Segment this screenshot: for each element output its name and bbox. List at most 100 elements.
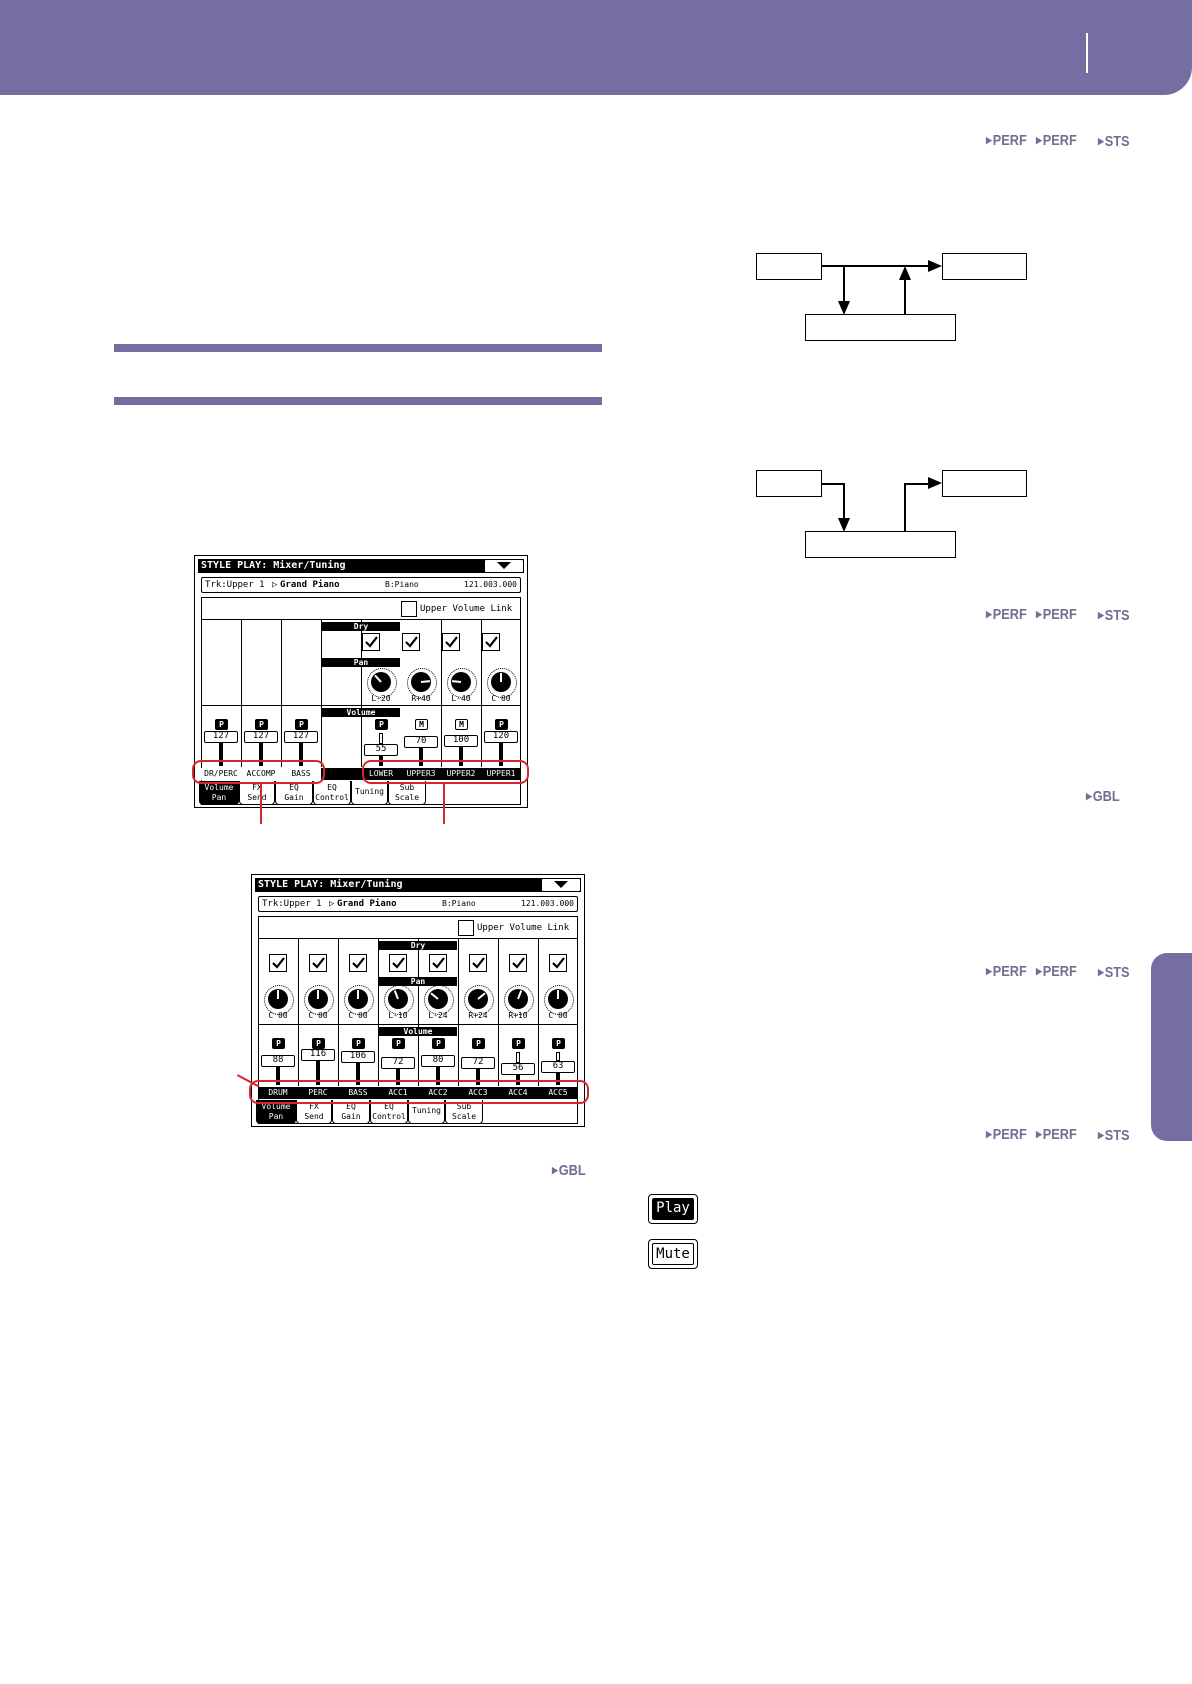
mute-status-button[interactable]: M bbox=[455, 719, 468, 730]
play-status-button[interactable]: P bbox=[392, 1038, 405, 1049]
dry-checkbox[interactable] bbox=[429, 954, 447, 972]
track-name[interactable]: DR/PERC bbox=[201, 768, 241, 780]
track-info-bar[interactable]: Trk:Upper 1 ▷ Grand Piano B:Piano 121.00… bbox=[258, 896, 578, 912]
volume-fader[interactable]: 72 bbox=[461, 1057, 495, 1069]
volume-fader[interactable]: 80 bbox=[421, 1055, 455, 1067]
track-name[interactable]: UPPER2 bbox=[446, 769, 476, 778]
track-name[interactable]: ACC2 bbox=[428, 1088, 448, 1097]
track-name[interactable]: ACC5 bbox=[548, 1088, 568, 1097]
track-name[interactable]: DRUM bbox=[268, 1088, 288, 1097]
play-status-button[interactable]: P bbox=[255, 719, 268, 730]
xref-perf[interactable]: ▶PERF bbox=[986, 132, 1027, 149]
mute-status-button[interactable]: M bbox=[415, 719, 428, 730]
play-status-button[interactable]: P bbox=[312, 1038, 325, 1049]
tab-tuning[interactable]: Tuning bbox=[351, 781, 388, 805]
dry-checkbox[interactable] bbox=[509, 954, 527, 972]
track-name[interactable]: LOWER bbox=[368, 769, 394, 778]
volume-fader[interactable]: 120 bbox=[484, 731, 518, 743]
tab-tuning[interactable]: Tuning bbox=[408, 1100, 445, 1124]
pan-knob[interactable] bbox=[504, 985, 534, 1015]
pan-knob[interactable] bbox=[407, 668, 437, 698]
track-name[interactable]: UPPER3 bbox=[406, 769, 436, 778]
pan-knob[interactable] bbox=[384, 985, 414, 1015]
pan-knob[interactable] bbox=[447, 668, 477, 698]
xref-sts[interactable]: ▶STS bbox=[1098, 133, 1130, 150]
xref-sts[interactable]: ▶STS bbox=[1098, 964, 1130, 981]
volume-fader[interactable]: 100 bbox=[444, 735, 478, 747]
page-menu-button[interactable] bbox=[541, 878, 581, 892]
dry-checkbox[interactable] bbox=[389, 954, 407, 972]
xref-perf[interactable]: ▶PERF bbox=[1036, 963, 1077, 980]
page-menu-button[interactable] bbox=[484, 559, 524, 573]
xref-perf[interactable]: ▶PERF bbox=[1036, 606, 1077, 623]
dry-checkbox[interactable] bbox=[442, 633, 460, 651]
pan-knob[interactable] bbox=[544, 985, 574, 1015]
volume-fader[interactable]: 127 bbox=[284, 731, 318, 743]
play-status-button[interactable]: P bbox=[472, 1038, 485, 1049]
volume-fader[interactable]: 127 bbox=[244, 731, 278, 743]
upper-volume-link-checkbox[interactable] bbox=[458, 920, 474, 936]
play-status-button[interactable]: P bbox=[432, 1038, 445, 1049]
track-name[interactable]: PERC bbox=[308, 1088, 328, 1097]
volume-fader[interactable]: 70 bbox=[404, 736, 438, 748]
track-name[interactable]: UPPER1 bbox=[486, 769, 516, 778]
dry-checkbox[interactable] bbox=[549, 954, 567, 972]
dry-checkbox[interactable] bbox=[269, 954, 287, 972]
xref-perf[interactable]: ▶PERF bbox=[1036, 132, 1077, 149]
xref-perf[interactable]: ▶PERF bbox=[986, 1126, 1027, 1143]
play-status-button[interactable]: P bbox=[495, 719, 508, 730]
xref-perf[interactable]: ▶PERF bbox=[986, 606, 1027, 623]
play-status-button[interactable]: P bbox=[272, 1038, 285, 1049]
play-button[interactable]: Play bbox=[648, 1194, 698, 1224]
xref-sts[interactable]: ▶STS bbox=[1098, 1127, 1130, 1144]
track-name[interactable]: ACC3 bbox=[468, 1088, 488, 1097]
pan-knob[interactable] bbox=[487, 668, 517, 698]
volume-fader[interactable]: 88 bbox=[261, 1055, 295, 1067]
dry-checkbox[interactable] bbox=[309, 954, 327, 972]
volume-fader[interactable]: 72 bbox=[381, 1057, 415, 1069]
track-name[interactable]: ACC1 bbox=[388, 1088, 408, 1097]
volume-fader[interactable]: 116 bbox=[301, 1049, 335, 1061]
dry-checkbox[interactable] bbox=[402, 633, 420, 651]
track-info-bar[interactable]: Trk:Upper 1 ▷ Grand Piano B:Piano 121.00… bbox=[201, 577, 521, 593]
mute-button[interactable]: Mute bbox=[648, 1239, 698, 1269]
dry-checkbox[interactable] bbox=[349, 954, 367, 972]
volume-fader[interactable]: 106 bbox=[341, 1051, 375, 1063]
play-status-button[interactable]: P bbox=[295, 719, 308, 730]
volume-fader[interactable]: 55 bbox=[364, 744, 398, 756]
pan-knob[interactable] bbox=[344, 985, 374, 1015]
play-status-button[interactable]: P bbox=[512, 1038, 525, 1049]
dry-checkbox[interactable] bbox=[469, 954, 487, 972]
volume-fader[interactable]: 63 bbox=[541, 1061, 575, 1073]
play-status-button[interactable]: P bbox=[552, 1038, 565, 1049]
play-status-button[interactable]: P bbox=[352, 1038, 365, 1049]
xref-perf[interactable]: ▶PERF bbox=[1036, 1126, 1077, 1143]
track-name[interactable]: BASS bbox=[348, 1088, 368, 1097]
volume-fader[interactable]: 56 bbox=[501, 1063, 535, 1075]
track-name[interactable]: BASS bbox=[281, 768, 321, 780]
pan-knob[interactable] bbox=[367, 668, 397, 698]
pan-knob[interactable] bbox=[264, 985, 294, 1015]
pan-knob[interactable] bbox=[424, 985, 454, 1015]
xref-sts[interactable]: ▶STS bbox=[1098, 607, 1130, 624]
track-name[interactable]: ACC4 bbox=[508, 1088, 528, 1097]
track-name[interactable]: ACCOMP bbox=[241, 768, 281, 780]
volume-fader[interactable]: 127 bbox=[204, 731, 238, 743]
xref-gbl[interactable]: ▶GBL bbox=[552, 1162, 586, 1179]
xref-perf[interactable]: ▶PERF bbox=[986, 963, 1027, 980]
dry-checkbox[interactable] bbox=[362, 633, 380, 651]
play-status-button[interactable]: P bbox=[375, 719, 388, 730]
upper-volume-link-checkbox[interactable] bbox=[401, 601, 417, 617]
dry-checkbox[interactable] bbox=[482, 633, 500, 651]
xref-gbl[interactable]: ▶GBL bbox=[1086, 788, 1120, 805]
